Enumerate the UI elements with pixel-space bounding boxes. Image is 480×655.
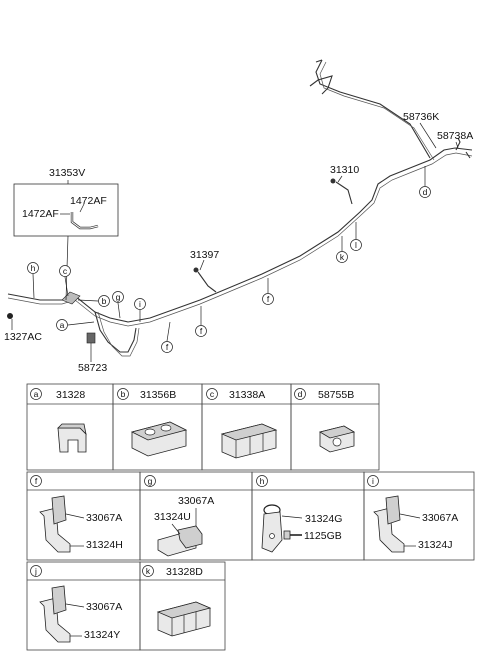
svg-text:d: d bbox=[298, 389, 303, 399]
part-31328: 31328 bbox=[56, 389, 85, 401]
svg-text:k: k bbox=[146, 566, 151, 576]
part-33067A-i: 33067A bbox=[422, 512, 458, 524]
legend-cell-h: h 31324G 1125GB bbox=[256, 475, 342, 553]
svg-text:g: g bbox=[148, 476, 153, 486]
bubble-h: h bbox=[27, 262, 39, 299]
bracket-31324Y-icon bbox=[39, 585, 85, 643]
callout-1327AC: 1327AC bbox=[4, 331, 42, 343]
bracket-31324H-icon bbox=[39, 495, 85, 553]
svg-text:b: b bbox=[102, 296, 107, 306]
legend-cell-i: i 33067A 31324J bbox=[367, 475, 458, 553]
parts-legend: a 31328 b 31356B bbox=[26, 383, 475, 651]
part-33067A-g: 33067A bbox=[178, 495, 214, 507]
legend-cell-c: c 31338A bbox=[206, 388, 278, 459]
part-31324Y: 31324Y bbox=[84, 629, 120, 641]
svg-text:f: f bbox=[166, 342, 169, 352]
svg-text:i: i bbox=[139, 299, 141, 309]
bracket-31324J-icon bbox=[373, 495, 421, 553]
bubble-d: d bbox=[419, 166, 431, 198]
svg-text:i: i bbox=[372, 476, 374, 486]
part-31324U: 31324U bbox=[154, 511, 191, 523]
bracket-31324U-icon bbox=[157, 508, 203, 557]
svg-text:f: f bbox=[35, 476, 38, 486]
bubble-f-1: f bbox=[161, 321, 173, 353]
legend-cell-a: a 31328 bbox=[30, 388, 87, 453]
svg-text:b: b bbox=[121, 389, 126, 399]
callout-31310: 31310 bbox=[330, 164, 359, 176]
part-58755B: 58755B bbox=[318, 389, 354, 401]
callout-leaders bbox=[11, 122, 459, 362]
overview-letter-bubbles: h c b g i a f bbox=[27, 166, 431, 353]
part-31324G: 31324G bbox=[305, 513, 342, 525]
callout-1472AF-lower: 1472AF bbox=[22, 208, 59, 220]
part-31328D: 31328D bbox=[166, 566, 203, 578]
bubble-b: b bbox=[77, 295, 110, 307]
svg-text:g: g bbox=[116, 292, 121, 302]
svg-text:c: c bbox=[210, 389, 215, 399]
svg-text:a: a bbox=[34, 389, 39, 399]
legend-row-3: j 33067A 31324Y k 31328D bbox=[26, 561, 226, 651]
svg-text:l: l bbox=[355, 240, 357, 250]
bubble-a: a bbox=[56, 319, 95, 331]
legend-cell-f: f 33067A 31324H bbox=[30, 475, 123, 553]
legend-cell-j: j 33067A 31324Y bbox=[30, 565, 122, 643]
callout-58736K: 58736K bbox=[403, 111, 439, 123]
callout-labels: 31353V 1472AF 1472AF 1327AC 58723 31397 … bbox=[4, 111, 473, 374]
svg-text:k: k bbox=[340, 252, 345, 262]
callout-58738A: 58738A bbox=[437, 130, 473, 142]
svg-text:a: a bbox=[60, 320, 65, 330]
clip-31338A-icon bbox=[220, 423, 278, 459]
clip-31328D-icon bbox=[156, 601, 212, 637]
part-31324H: 31324H bbox=[86, 539, 123, 551]
clip-31356B-icon bbox=[130, 421, 188, 457]
legend-cell-b: b 31356B bbox=[117, 388, 188, 457]
clip-58755B-icon bbox=[318, 425, 356, 453]
legend-cell-g: g 33067A 31324U bbox=[144, 475, 214, 557]
bubble-g: g bbox=[112, 291, 124, 319]
bubble-l: l bbox=[350, 222, 362, 251]
bubble-k: k bbox=[336, 236, 348, 263]
callout-31353V: 31353V bbox=[49, 167, 85, 179]
fuel-pipe-routing bbox=[7, 59, 473, 357]
part-31338A: 31338A bbox=[229, 389, 265, 401]
callout-1472AF-upper: 1472AF bbox=[70, 195, 107, 207]
callout-31397: 31397 bbox=[190, 249, 219, 261]
callout-58723: 58723 bbox=[78, 362, 107, 374]
svg-text:c: c bbox=[63, 266, 68, 276]
legend-cell-d: d 58755B bbox=[294, 388, 356, 453]
svg-text:f: f bbox=[200, 326, 203, 336]
bubble-f-3: f bbox=[262, 278, 274, 305]
legend-row-1: a 31328 b 31356B bbox=[26, 383, 380, 471]
part-33067A-f: 33067A bbox=[86, 512, 122, 524]
bracket-31324G-icon bbox=[261, 504, 303, 553]
bubble-c: c bbox=[59, 265, 71, 297]
legend-row-2: f 33067A 31324H g 33067A 31324U bbox=[26, 471, 475, 561]
part-1125GB: 1125GB bbox=[304, 530, 342, 542]
part-31356B: 31356B bbox=[140, 389, 176, 401]
svg-text:j: j bbox=[34, 566, 37, 576]
svg-text:d: d bbox=[423, 187, 428, 197]
bubble-i: i bbox=[134, 298, 146, 322]
clip-31328-icon bbox=[57, 423, 87, 453]
legend-cell-k: k 31328D bbox=[142, 565, 212, 637]
bubble-f-2: f bbox=[195, 306, 207, 337]
bolt-1125GB-icon bbox=[283, 530, 302, 540]
part-33067A-j: 33067A bbox=[86, 601, 122, 613]
svg-text:f: f bbox=[267, 294, 270, 304]
svg-text:h: h bbox=[260, 476, 265, 486]
svg-text:h: h bbox=[31, 263, 36, 273]
part-31324J: 31324J bbox=[418, 539, 452, 551]
